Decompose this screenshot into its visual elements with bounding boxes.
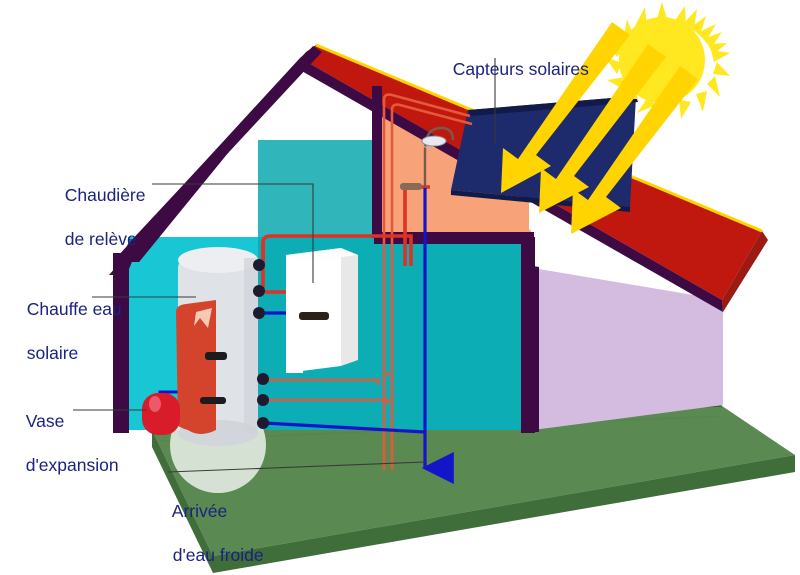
floor-beam xyxy=(374,232,534,244)
label-arrivee-line2: d'eau froide xyxy=(172,545,264,565)
storage-tank[interactable] xyxy=(170,247,266,493)
expansion-vessel[interactable] xyxy=(142,393,180,435)
label-chauffe-eau-solaire: Chauffe eau solaire xyxy=(17,276,122,364)
backup-boiler[interactable] xyxy=(286,248,358,373)
label-chauffe-line2: solaire xyxy=(26,343,79,363)
leader-chaudiere xyxy=(152,183,314,283)
label-vase-expansion: Vase d'expansion xyxy=(16,388,119,476)
side-wall xyxy=(533,268,723,430)
leader-lines xyxy=(73,58,496,473)
label-capteurs-solaires: Capteurs solaires xyxy=(443,36,589,80)
label-chaudiere-line2: de relève xyxy=(64,229,137,249)
solar-rays-icon xyxy=(501,22,698,234)
label-chaudiere-de-releve: Chaudière de relève xyxy=(55,162,146,250)
label-chauffe-line1: Chauffe eau xyxy=(26,299,122,319)
label-arrivee-line1: Arrivée xyxy=(171,501,228,521)
wall-frame-left xyxy=(113,253,129,433)
attic-frames xyxy=(372,86,382,238)
solar-loop-pipes xyxy=(382,93,473,470)
label-arrivee-eau-froide: Arrivée d'eau froide xyxy=(163,478,264,566)
tank-ports xyxy=(253,259,269,429)
leader-arrivee xyxy=(167,461,426,473)
solar-loop-return xyxy=(268,378,390,404)
shower-icon xyxy=(400,126,455,190)
label-vase-line1: Vase xyxy=(25,411,65,431)
label-chaudiere-line1: Chaudière xyxy=(64,185,146,205)
label-vase-line2: d'expansion xyxy=(25,455,119,475)
label-capteurs-line1: Capteurs solaires xyxy=(452,59,589,79)
ground-slab xyxy=(151,405,795,573)
wall-corner-edge xyxy=(527,265,539,432)
